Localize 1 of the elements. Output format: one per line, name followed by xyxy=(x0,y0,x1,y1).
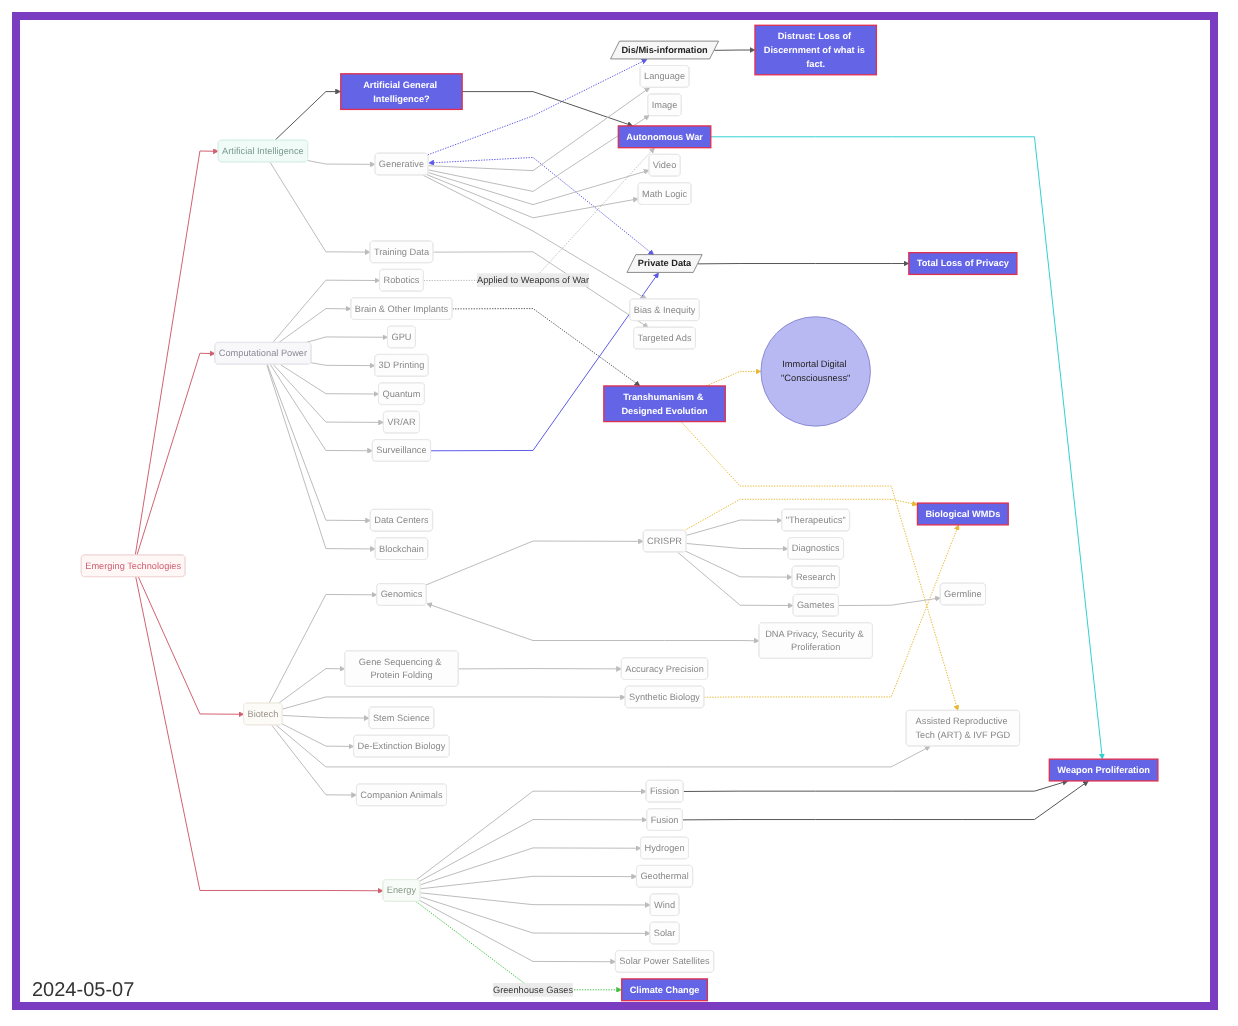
date-note: 2024-05-07 xyxy=(32,980,135,1002)
